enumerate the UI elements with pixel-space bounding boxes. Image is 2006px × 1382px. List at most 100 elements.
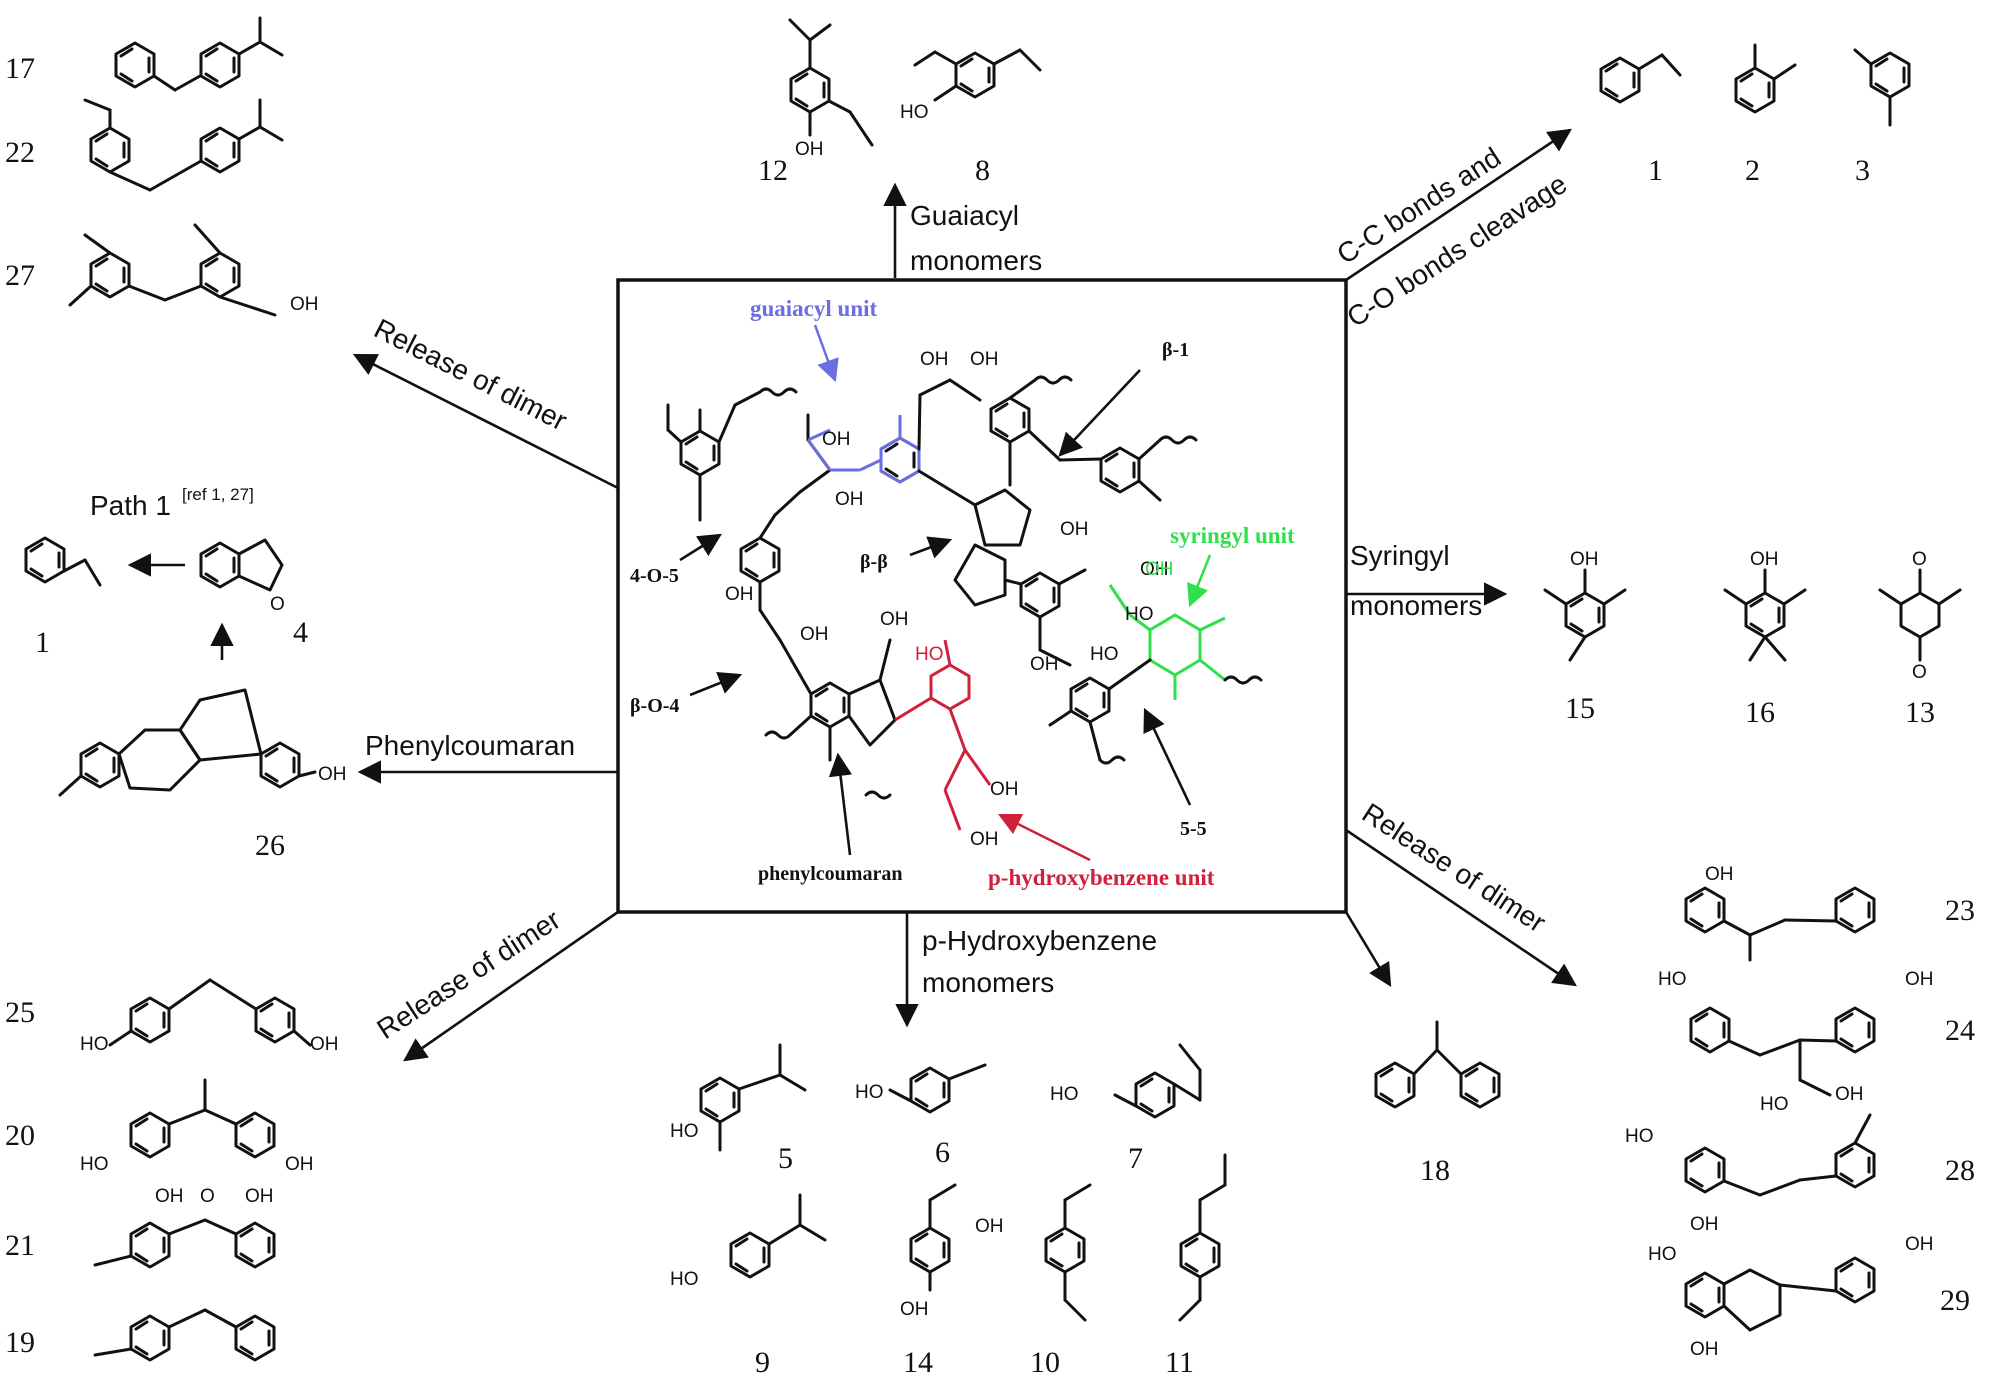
compound-6: 6 xyxy=(935,1136,950,1169)
atom-ho-9: HO xyxy=(670,1269,699,1290)
atom-oh-green: OH xyxy=(1145,559,1174,580)
guaiacyl-monomers-label-1: Guaiacyl xyxy=(910,200,1019,231)
atom-oh-16: OH xyxy=(1750,549,1779,570)
path1-ref: [ref 1, 27] xyxy=(182,485,254,504)
compound-16: 16 xyxy=(1745,696,1775,729)
atom-o-13b: O xyxy=(1912,662,1927,683)
compound-3: 3 xyxy=(1855,154,1870,187)
atom-oh-29b: OH xyxy=(1690,1339,1719,1360)
compound-21: 21 xyxy=(5,1229,35,1262)
compound-18: 18 xyxy=(1420,1154,1450,1187)
phb-monomers-label-1: p-Hydroxybenzene xyxy=(922,925,1157,956)
molecule-1 xyxy=(1599,56,1641,104)
beta-1-label: β-1 xyxy=(1162,339,1189,361)
atom-oh-14a: OH xyxy=(975,1216,1004,1237)
atom-o-13a: O xyxy=(1912,549,1927,570)
atom-oh-24: OH xyxy=(1905,969,1934,990)
beta-o-4-label: β-O-4 xyxy=(630,695,679,717)
syringyl-unit-label: syringyl unit xyxy=(1170,523,1295,548)
atom-ho-7: HO xyxy=(1050,1084,1079,1105)
atom-oh-10: OH xyxy=(880,609,909,630)
arrow-release-br xyxy=(1345,828,1577,987)
phb-monomers-label-2: monomers xyxy=(922,967,1054,998)
guaiacyl-monomers-label-2: monomers xyxy=(910,245,1042,276)
atom-oh-21b: OH xyxy=(245,1186,274,1207)
compound-2: 2 xyxy=(1745,154,1760,187)
atom-oh-red2: OH xyxy=(970,829,999,850)
atom-oh-7: OH xyxy=(1030,654,1059,675)
lignin-structure-box xyxy=(616,278,1348,914)
atom-ho-8: HO xyxy=(900,102,929,123)
compound-17: 17 xyxy=(5,52,35,85)
atom-ho-green: HO xyxy=(1125,604,1154,625)
atom-oh-4: OH xyxy=(1060,519,1089,540)
atom-oh-2: OH xyxy=(920,349,949,370)
compound-7: 7 xyxy=(1128,1142,1143,1175)
atom-oh-21a: OH xyxy=(155,1186,184,1207)
compound-19: 19 xyxy=(5,1326,35,1359)
path1-label: Path 1 xyxy=(90,490,171,521)
compound-10: 10 xyxy=(1030,1346,1060,1379)
atom-oh-24b: OH xyxy=(1835,1084,1864,1105)
compound-13: 13 xyxy=(1905,696,1935,729)
4-o-5-label: 4-O-5 xyxy=(630,565,679,587)
compound-25: 25 xyxy=(5,996,35,1029)
compound-9: 9 xyxy=(755,1346,770,1379)
atom-ho-red: HO xyxy=(915,644,944,665)
compound-1-path: 1 xyxy=(35,626,50,659)
atom-ho-24: HO xyxy=(1658,969,1687,990)
atom-o-4: O xyxy=(270,594,285,615)
compound-15: 15 xyxy=(1565,692,1595,725)
arrow-18 xyxy=(1344,911,1392,988)
guaiacyl-unit-label: guaiacyl unit xyxy=(750,296,878,321)
atom-ho-14: OH xyxy=(900,1299,929,1320)
atom-ho-28: HO xyxy=(1625,1126,1654,1147)
p-hydroxybenzene-unit-label: p-hydroxybenzene unit xyxy=(988,865,1215,890)
atom-oh-26: OH xyxy=(318,764,347,785)
atom-ho-5: HO xyxy=(670,1121,699,1142)
arrow-release-bl xyxy=(403,910,619,1062)
syringyl-monomers-label-2: monomers xyxy=(1350,590,1482,621)
atom-oh-11: OH xyxy=(835,489,864,510)
release-dimer-br-label: Release of dimer xyxy=(1357,797,1551,938)
atom-oh-8: OH xyxy=(725,584,754,605)
atom-oh-5: OH xyxy=(1140,559,1169,580)
compound-26: 26 xyxy=(255,829,285,862)
compound-1: 1 xyxy=(1648,154,1663,187)
atom-ho-20: HO xyxy=(80,1154,109,1175)
atom-ho-6: HO xyxy=(1090,644,1119,665)
atom-oh-25: OH xyxy=(310,1034,339,1055)
compound-4: 4 xyxy=(293,616,308,649)
atom-o-21: O xyxy=(200,1186,215,1207)
compound-5: 5 xyxy=(778,1142,793,1175)
atom-oh-15: OH xyxy=(1570,549,1599,570)
atom-ho-24b: HO xyxy=(1760,1094,1789,1115)
phenylcoumaran-label: phenylcoumaran xyxy=(758,863,902,885)
atom-oh-27: OH xyxy=(290,294,319,315)
atom-oh-23: OH xyxy=(1705,864,1734,885)
compound-27: 27 xyxy=(5,259,35,292)
compound-12: 12 xyxy=(758,154,788,187)
arrow-cc-co xyxy=(1345,128,1572,282)
atom-oh-3: OH xyxy=(970,349,999,370)
atom-oh-9: OH xyxy=(800,624,829,645)
atom-oh-12: OH xyxy=(795,139,824,160)
syringyl-monomers-label-1: Syringyl xyxy=(1350,540,1450,571)
atom-oh-20: OH xyxy=(285,1154,314,1175)
compound-24: 24 xyxy=(1945,1014,1975,1047)
release-dimer-tl-label: Release of dimer xyxy=(369,313,572,437)
compound-22: 22 xyxy=(5,136,35,169)
atom-oh-red1: OH xyxy=(990,779,1019,800)
release-dimer-bl-label: Release of dimer xyxy=(371,904,565,1045)
atom-ho-25: HO xyxy=(80,1034,109,1055)
beta-beta-label: β-β xyxy=(860,551,888,573)
atom-oh-29: OH xyxy=(1905,1234,1934,1255)
lignin-structure: OH OH OH OH OH HO OH OH OH OH OH HO OH O… xyxy=(666,349,1263,850)
atom-ho-6: HO xyxy=(855,1082,884,1103)
atom-oh-28: OH xyxy=(1690,1214,1719,1235)
phenylcoumaran-arrow-label: Phenylcoumaran xyxy=(365,730,575,761)
compound-20: 20 xyxy=(5,1119,35,1152)
5-5-label: 5-5 xyxy=(1180,818,1207,840)
compound-14: 14 xyxy=(903,1346,933,1379)
